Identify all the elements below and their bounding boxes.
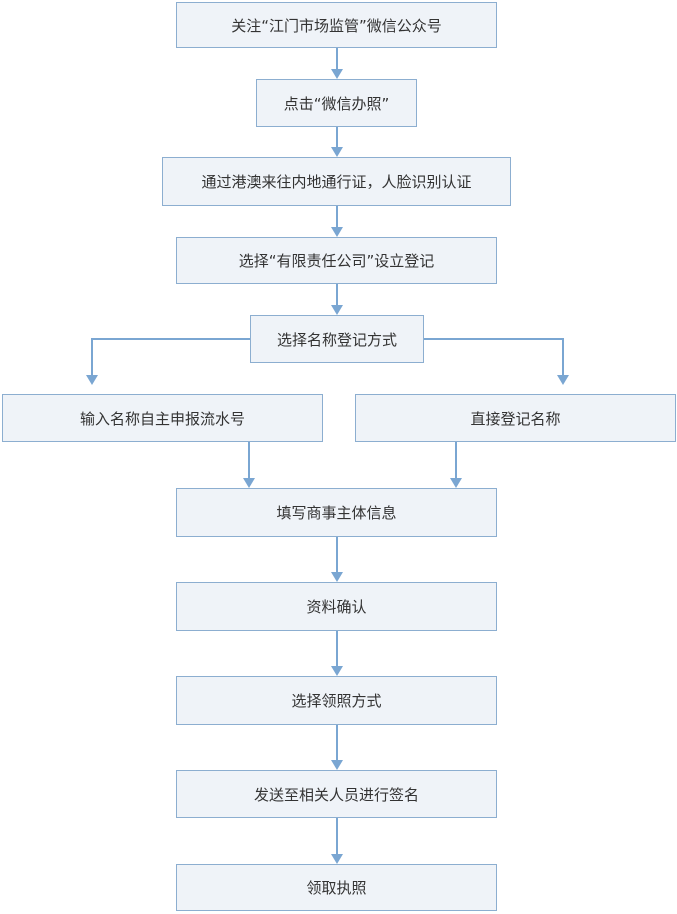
arrow-s6a-s7 [243,442,255,488]
arrow-s6b-s7 [450,442,462,488]
arrow-s8-s9 [331,631,343,676]
arrow-s3-s4 [331,206,343,237]
arrow-s5-s6b [424,338,569,385]
step-collect-license: 领取执照 [176,864,497,911]
step-fill-business-info: 填写商事主体信息 [176,488,497,537]
step-select-pickup-method: 选择领照方式 [176,676,497,725]
arrow-s9-s10 [331,725,343,770]
step-direct-name-registration: 直接登记名称 [355,394,676,442]
step-follow-wechat-account: 关注“江门市场监管”微信公众号 [176,2,497,48]
arrow-s4-s5 [331,284,343,315]
step-identity-verification: 通过港澳来往内地通行证，人脸识别认证 [162,157,511,206]
step-send-for-signature: 发送至相关人员进行签名 [176,770,497,818]
step-select-company-type: 选择“有限责任公司”设立登记 [176,237,497,284]
arrow-s2-s3 [331,127,343,157]
step-confirm-materials: 资料确认 [176,582,497,631]
arrow-s10-s11 [331,818,343,864]
step-enter-name-serial: 输入名称自主申报流水号 [2,394,323,442]
arrow-s1-s2 [331,48,343,79]
arrow-s7-s8 [331,537,343,582]
arrow-s5-s6a [86,338,250,385]
step-select-name-method: 选择名称登记方式 [250,315,424,363]
step-click-wechat-license: 点击“微信办照” [256,79,417,127]
